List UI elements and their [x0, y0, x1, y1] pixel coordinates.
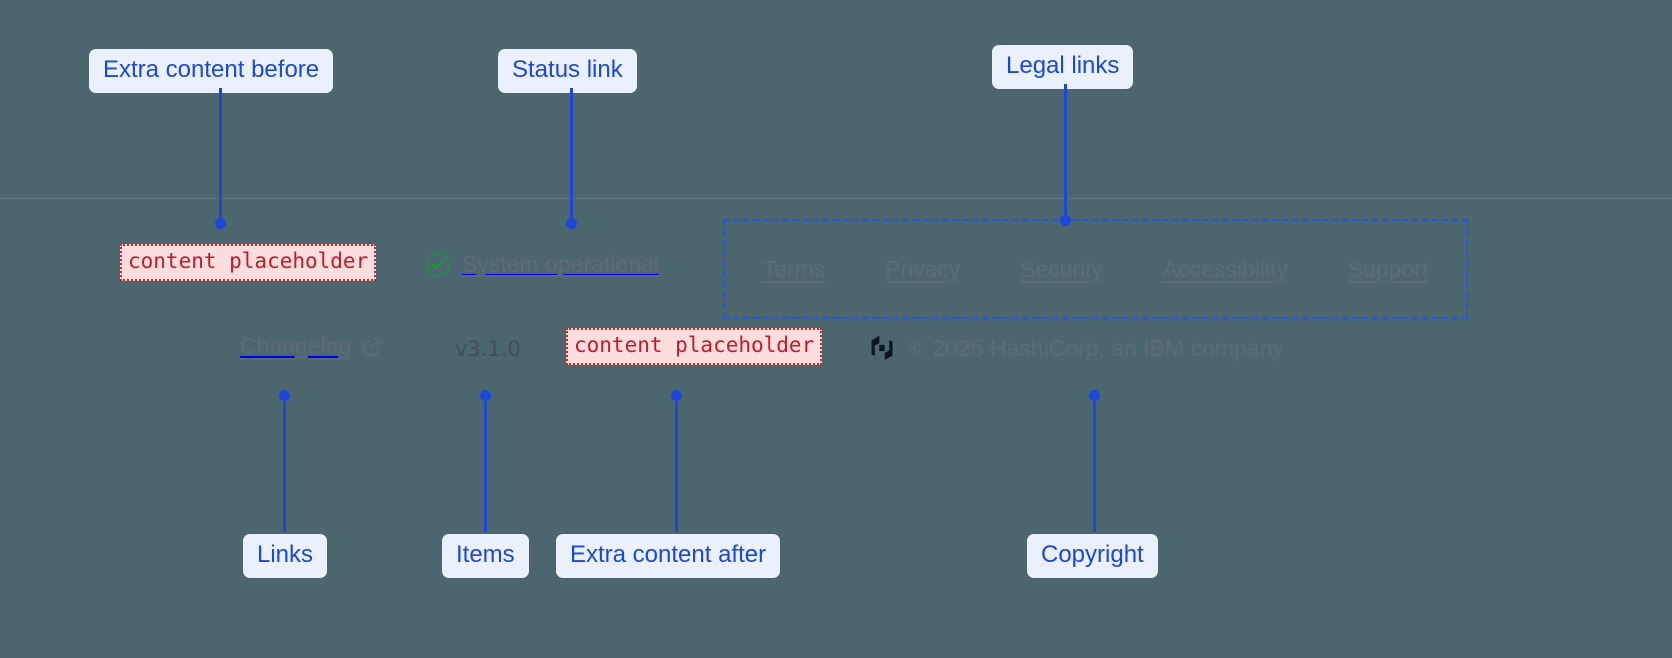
legal-links-list: Terms Privacy Security Accessibility Sup…	[725, 221, 1466, 317]
status-link-label: System operational	[462, 251, 659, 277]
footer-item-version: v3.1.0	[455, 337, 521, 361]
legal-links-group: Terms Privacy Security Accessibility Sup…	[723, 219, 1468, 319]
callout-extra-content-before: Extra content before	[89, 49, 334, 93]
footer-row-primary: content placeholder System operational T…	[0, 199, 1672, 319]
copyright-text: © 2025 HashiCorp, an IBM company	[909, 334, 1284, 361]
legal-link-accessibility[interactable]: Accessibility	[1162, 255, 1289, 282]
status-link[interactable]: System operational	[424, 251, 659, 278]
hashicorp-logo	[868, 333, 896, 363]
legal-link-terms[interactable]: Terms	[762, 255, 826, 282]
callout-items: Items	[442, 534, 529, 578]
copyright-block: © 2025 HashiCorp, an IBM company	[868, 333, 1284, 363]
extra-content-after-slot: content placeholder	[566, 328, 823, 365]
footer-link-changelog[interactable]: Changelog	[240, 333, 383, 360]
external-link-icon	[361, 336, 383, 358]
callout-extra-content-after: Extra content after	[556, 534, 781, 578]
footer: content placeholder System operational T…	[0, 198, 1672, 418]
check-circle-icon	[424, 251, 451, 278]
legal-link-support[interactable]: Support	[1347, 255, 1429, 282]
footer-link-changelog-label: Changelog	[240, 333, 352, 359]
extra-content-before-slot: content placeholder	[120, 244, 377, 281]
callout-status-link: Status link	[498, 49, 637, 93]
callout-links: Links	[243, 534, 328, 578]
legal-link-privacy[interactable]: Privacy	[885, 255, 961, 282]
footer-row-secondary: Changelog v3.1.0 content placeholder © 2…	[0, 321, 1672, 391]
legal-link-security[interactable]: Security	[1020, 255, 1104, 282]
callout-copyright: Copyright	[1027, 534, 1158, 578]
callout-legal-links: Legal links	[992, 45, 1134, 89]
